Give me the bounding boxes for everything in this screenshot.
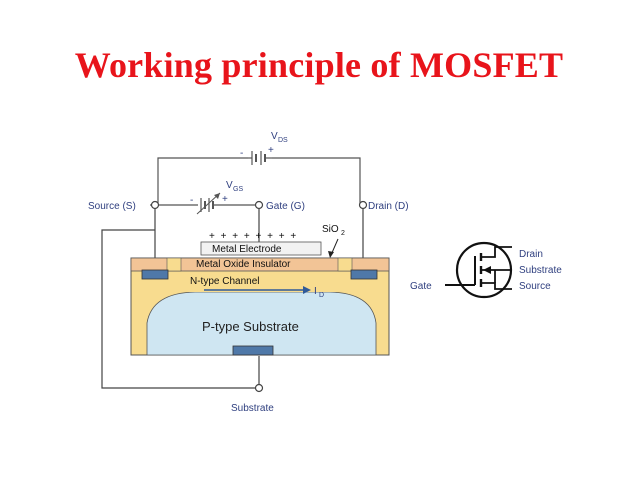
gate-charges: + + + + + + + + [209, 231, 298, 242]
p-substrate-label: P-type Substrate [202, 319, 299, 334]
symbol-source-label: Source [519, 281, 551, 292]
substrate-label: Substrate [231, 403, 274, 414]
vgs-minus: - [190, 195, 193, 206]
vgs-battery-icon [196, 192, 221, 215]
substrate-contact [232, 345, 274, 356]
vds-label: V [271, 131, 278, 142]
sio2-arrow-icon [328, 251, 334, 258]
symbol-gate-label: Gate [410, 281, 432, 292]
sio2-label: SiO [322, 224, 339, 235]
source-terminal [150, 200, 160, 210]
n-channel-label: N-type Channel [190, 276, 259, 287]
metal-electrode [200, 241, 322, 256]
drain-label: Drain (D) [368, 201, 409, 212]
metal-oxide-label: Metal Oxide Insulator [196, 259, 291, 270]
drain-contact [350, 269, 378, 280]
gate-label: Gate (G) [266, 201, 305, 212]
vgs-plus: + [222, 194, 228, 205]
n-type-channel [178, 274, 344, 292]
vds-subscript: DS [278, 137, 288, 144]
slide-title: Working principle of MOSFET [74, 45, 564, 85]
mosfet-symbol-icon [445, 241, 513, 299]
symbol-drain-label: Drain [519, 249, 543, 260]
substrate-return-wire [101, 229, 259, 389]
substrate-terminal [254, 383, 264, 393]
drain-terminal [358, 200, 368, 210]
vgs-label: V [226, 180, 233, 191]
symbol-substrate-label: Substrate [519, 265, 562, 276]
source-label: Source (S) [88, 201, 136, 212]
gate-terminal [254, 200, 264, 210]
sio2-subscript: 2 [341, 230, 345, 237]
vds-minus: - [240, 148, 243, 159]
vds-circuit: V DS - + [157, 131, 361, 205]
source-contact [141, 269, 169, 280]
vgs-subscript: GS [233, 186, 243, 193]
vgs-circuit: V GS - + [150, 180, 255, 215]
current-arrow-icon [303, 286, 311, 294]
id-subscript: D [319, 292, 324, 299]
id-label: I [314, 286, 317, 297]
metal-electrode-label: Metal Electrode [212, 244, 282, 255]
vds-plus: + [268, 145, 274, 156]
vds-battery-icon [248, 151, 272, 165]
oxide-layer [130, 257, 390, 272]
